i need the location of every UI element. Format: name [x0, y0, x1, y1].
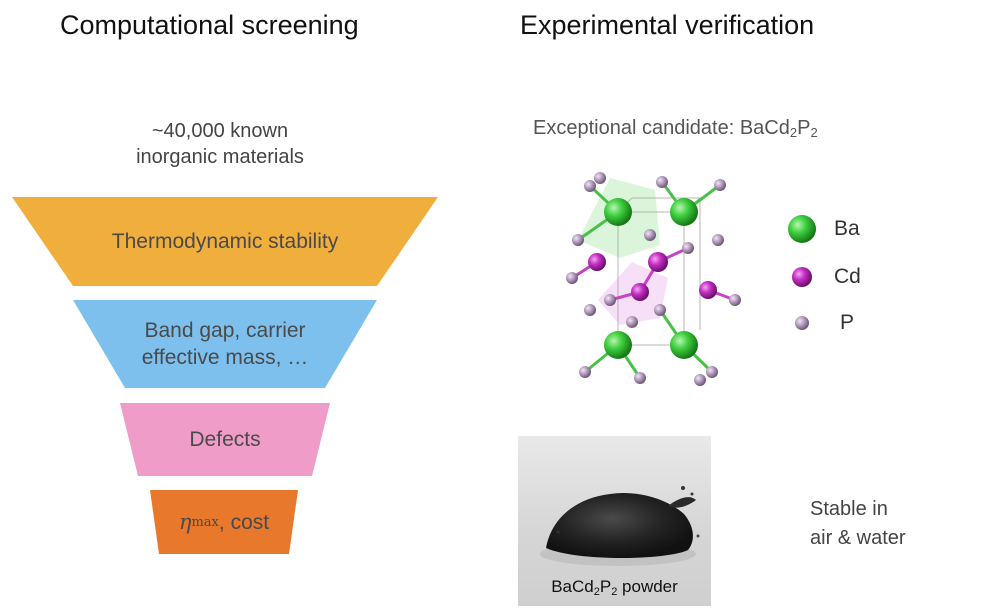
candidate-title: Exceptional candidate: BaCd2P2: [533, 117, 818, 140]
cost-text: , cost: [218, 510, 270, 534]
caption-p: P: [599, 577, 612, 596]
ba-atom-icon: [788, 215, 816, 243]
formula-sub-2: 2: [810, 125, 818, 140]
legend-item-cd: Cd: [786, 255, 861, 299]
materials-pool-line2: inorganic materials: [136, 146, 304, 168]
crystal-structure-illustration: [566, 172, 741, 386]
formula-ba: Ba: [739, 117, 765, 139]
caption-ba: Ba: [551, 577, 572, 596]
eta-symbol: η: [178, 509, 192, 534]
materials-pool-line1: ~40,000 known: [151, 120, 289, 142]
stability-text: Thermodynamic stability: [111, 230, 339, 253]
candidate-prefix: Exceptional candidate:: [533, 117, 740, 139]
screening-funnel: [12, 197, 438, 554]
formula-cd: Cd: [764, 117, 790, 139]
powder-pile-illustration: [540, 486, 700, 566]
stability-note: Stable in air & water: [810, 495, 906, 553]
powder-caption: BaCd2P2 powder: [518, 577, 711, 598]
funnel-stage-stability-label: Thermodynamic stability: [73, 197, 377, 286]
stability-line1: Stable in: [810, 498, 888, 520]
legend-item-p: P: [786, 303, 861, 343]
p-atom-icon: [795, 316, 809, 330]
caption-sub-2: 2: [611, 586, 618, 598]
bandgap-text-line1: Band gap, carrier: [144, 319, 306, 342]
experimental-verification-heading: Experimental verification: [520, 10, 815, 40]
legend-item-ba: Ba: [786, 211, 861, 247]
bandgap-text-line2: effective mass, …: [141, 346, 309, 369]
stability-line2: air & water: [810, 527, 906, 549]
defects-text: Defects: [189, 428, 261, 451]
funnel-stage-defects-label: Defects: [138, 403, 312, 476]
materials-pool-label: ~40,000 known inorganic materials: [60, 118, 380, 170]
funnel-stage-bandgap-label: Band gap, carrier effective mass, …: [100, 300, 350, 388]
eta-subscript-max: max: [191, 514, 219, 530]
legend-label-ba: Ba: [834, 217, 860, 240]
funnel-stage-stability-shape: [12, 197, 438, 286]
legend-label-p: P: [840, 311, 855, 334]
formula-p: P: [797, 117, 811, 139]
caption-suffix: powder: [617, 577, 678, 596]
funnel-stage-efficiency-cost-shape: [150, 490, 298, 554]
legend-label-cd: Cd: [834, 265, 861, 288]
computational-screening-heading: Computational screening: [60, 10, 359, 40]
funnel-stage-bandgap-shape: [73, 300, 377, 388]
formula-sub-1: 2: [789, 125, 798, 140]
cd-atom-icon: [792, 267, 812, 287]
funnel-stage-defects-shape: [120, 403, 330, 476]
element-legend: Ba Cd P: [786, 211, 861, 343]
caption-cd: Cd: [571, 577, 594, 596]
powder-photo: BaCd2P2 powder: [518, 436, 711, 606]
caption-sub-1: 2: [593, 586, 600, 598]
